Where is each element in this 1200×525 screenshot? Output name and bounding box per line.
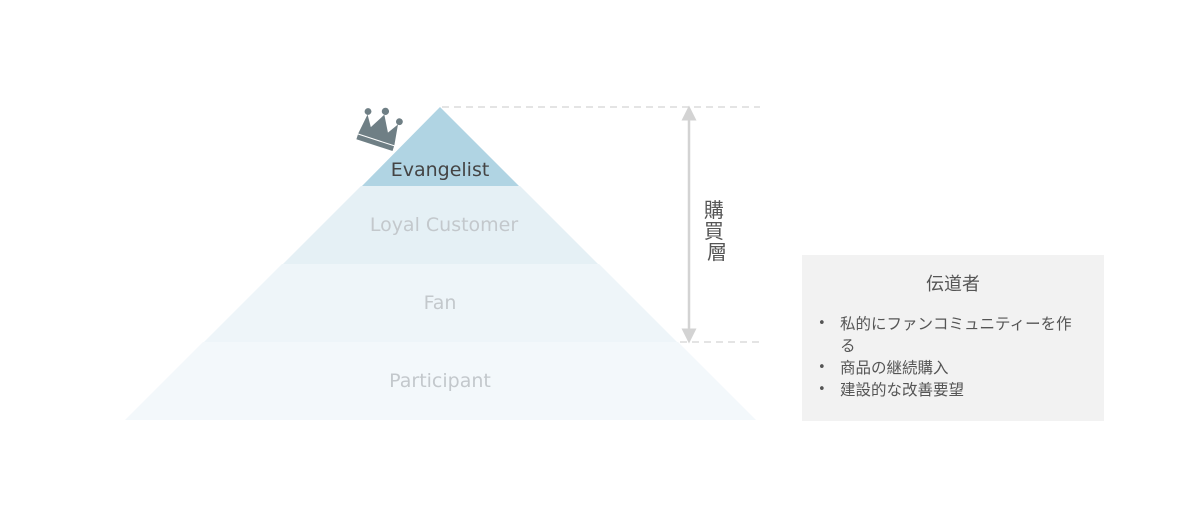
- info-box-title: 伝道者: [926, 274, 980, 295]
- purchase-range-label: 購 買 層: [704, 198, 730, 264]
- purchase-range-char-1: 購: [704, 198, 724, 222]
- tier-label-fan: Fan: [424, 292, 457, 314]
- list-item: 私的にファンコミュニティーを作る: [812, 313, 1086, 357]
- tier-label-loyal-customer: Loyal Customer: [370, 214, 519, 236]
- tier-participant-band: [125, 342, 756, 420]
- tier-label-participant: Participant: [389, 370, 491, 392]
- evangelist-info-box: 伝道者 私的にファンコミュニティーを作る 商品の継続購入 建設的な改善要望: [802, 255, 1104, 421]
- tier-fan-band: [204, 264, 677, 342]
- purchase-range-char-2: 買: [704, 219, 724, 243]
- list-item: 商品の継続購入: [812, 357, 1086, 379]
- list-item: 建設的な改善要望: [812, 379, 1086, 401]
- crown-icon: [356, 107, 403, 151]
- tier-label-evangelist: Evangelist: [391, 159, 490, 181]
- tier-evangelist-band: [362, 107, 519, 186]
- tier-loyal-customer-band: [283, 186, 598, 264]
- purchase-range-char-3: 層: [707, 240, 727, 264]
- info-box-list: 私的にファンコミュニティーを作る 商品の継続購入 建設的な改善要望: [812, 313, 1086, 401]
